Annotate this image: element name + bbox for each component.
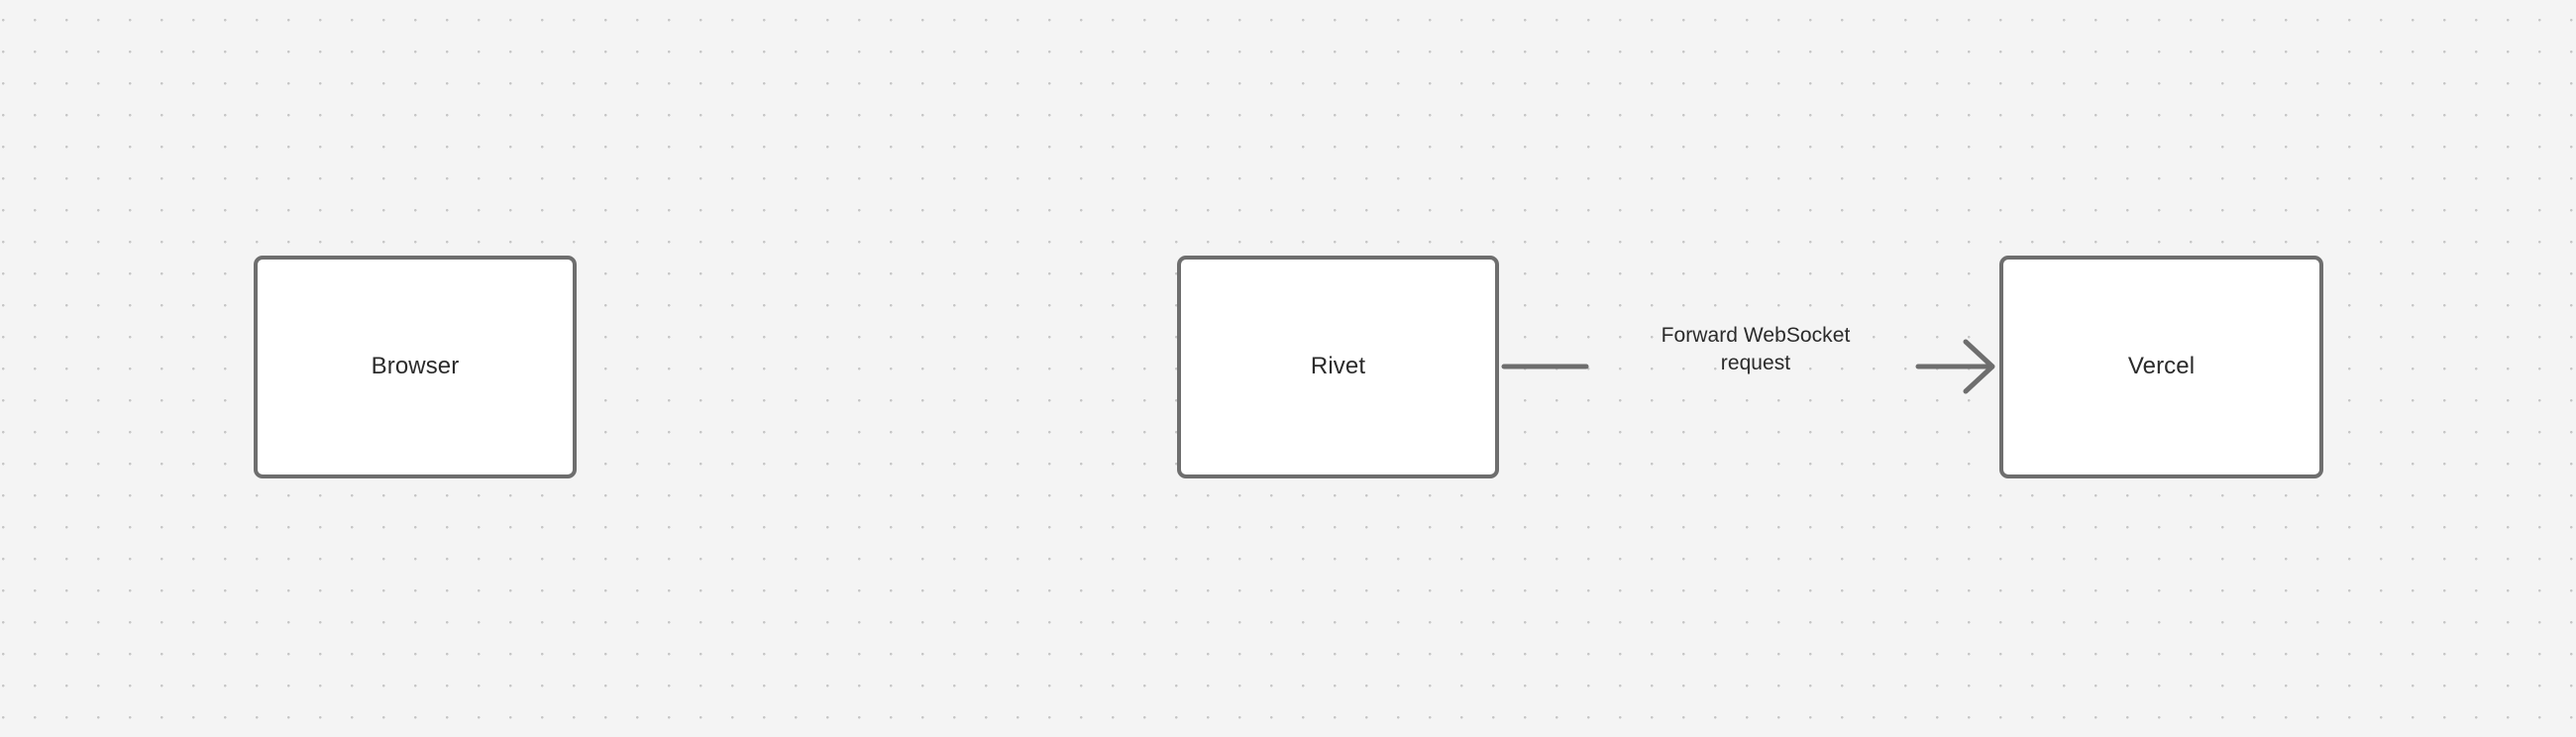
node-vercel[interactable]: Vercel: [1999, 256, 2323, 478]
edge-label-line-2: request: [1720, 352, 1791, 374]
edge-label-line-1: Forward WebSocket: [1661, 324, 1851, 347]
node-rivet[interactable]: Rivet: [1177, 256, 1499, 478]
node-browser-label: Browser: [371, 353, 460, 380]
edge-rivet-to-vercel-arrowhead-icon: [1963, 339, 1995, 394]
edge-rivet-to-vercel-label: Forward WebSocket request: [1592, 322, 1919, 377]
node-vercel-label: Vercel: [2127, 353, 2196, 380]
node-rivet-label: Rivet: [1310, 353, 1366, 380]
node-browser[interactable]: Browser: [254, 256, 577, 478]
